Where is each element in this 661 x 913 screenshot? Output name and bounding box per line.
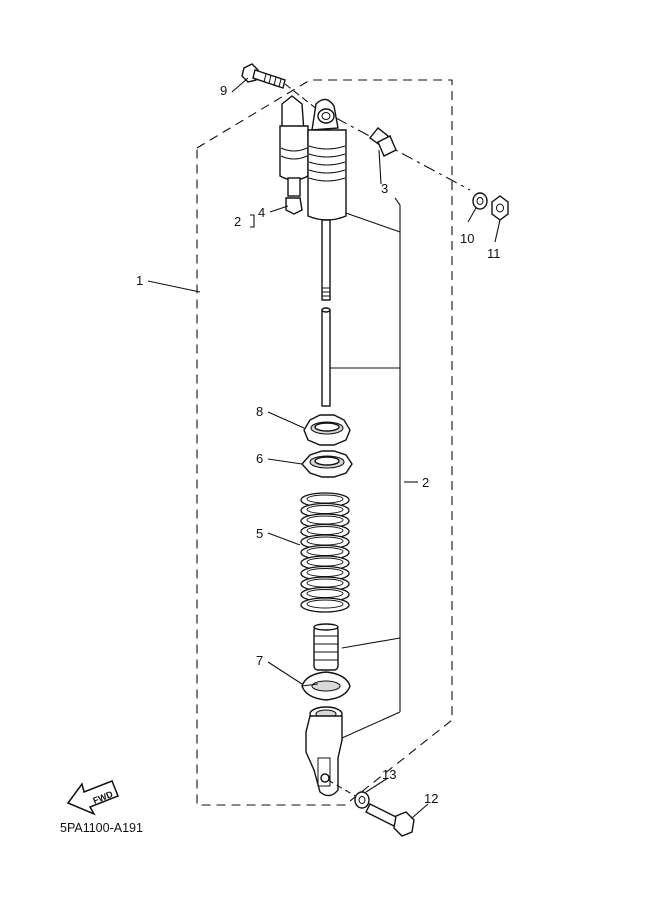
callout-2b: 2 [422,475,429,490]
locknut-6 [301,450,353,478]
cap-4 [285,197,303,215]
callout-3: 3 [381,181,388,196]
leader-lines [147,77,501,819]
nut-11 [491,195,509,221]
callout-5: 5 [256,526,263,541]
callout-10: 10 [460,231,474,246]
washer-10 [472,192,488,210]
callout-9: 9 [220,83,227,98]
bolt-9 [241,63,319,111]
callout-13: 13 [382,767,396,782]
shock-reservoir [279,95,309,197]
bushing-3 [368,127,397,157]
spring-coil-inner [306,547,344,556]
callout-2a: 2 [234,214,241,229]
fwd-arrow-icon: FWD [66,780,119,816]
spring-coil-inner [306,599,344,609]
item-2-bracket [330,197,401,739]
spring-coil-inner [306,536,344,546]
spring-coil-inner [306,589,344,598]
callout-8: 8 [256,404,263,419]
callout-labels: 1 2 2 3 4 5 6 7 8 9 10 11 12 13 [136,83,501,806]
spring-stopper-7 [301,671,351,701]
washer-13 [354,791,370,809]
spring-coil-inner [306,515,344,525]
bolt-12 [365,803,415,837]
spring-coil-inner [306,557,344,567]
push-rod [321,307,331,407]
callout-1: 1 [136,273,143,288]
callout-6: 6 [256,451,263,466]
adjusting-nut-8 [303,414,351,446]
spring-coil-inner [306,494,344,504]
spring-5 [300,492,350,613]
drawing-code: 5PA1100-A191 [60,821,143,835]
callout-12: 12 [424,791,438,806]
spring-coil-inner [306,578,344,588]
shock-shaft [321,219,331,301]
lower-clevis [305,706,363,801]
callout-4: 4 [258,205,265,220]
spring-coil-inner [306,526,344,535]
callout-11: 11 [487,246,501,261]
spring-coil-inner [306,568,344,577]
spring-coil-inner [306,505,344,514]
bump-stop [313,623,339,671]
shock-body [307,98,471,221]
callout-7: 7 [256,653,263,668]
